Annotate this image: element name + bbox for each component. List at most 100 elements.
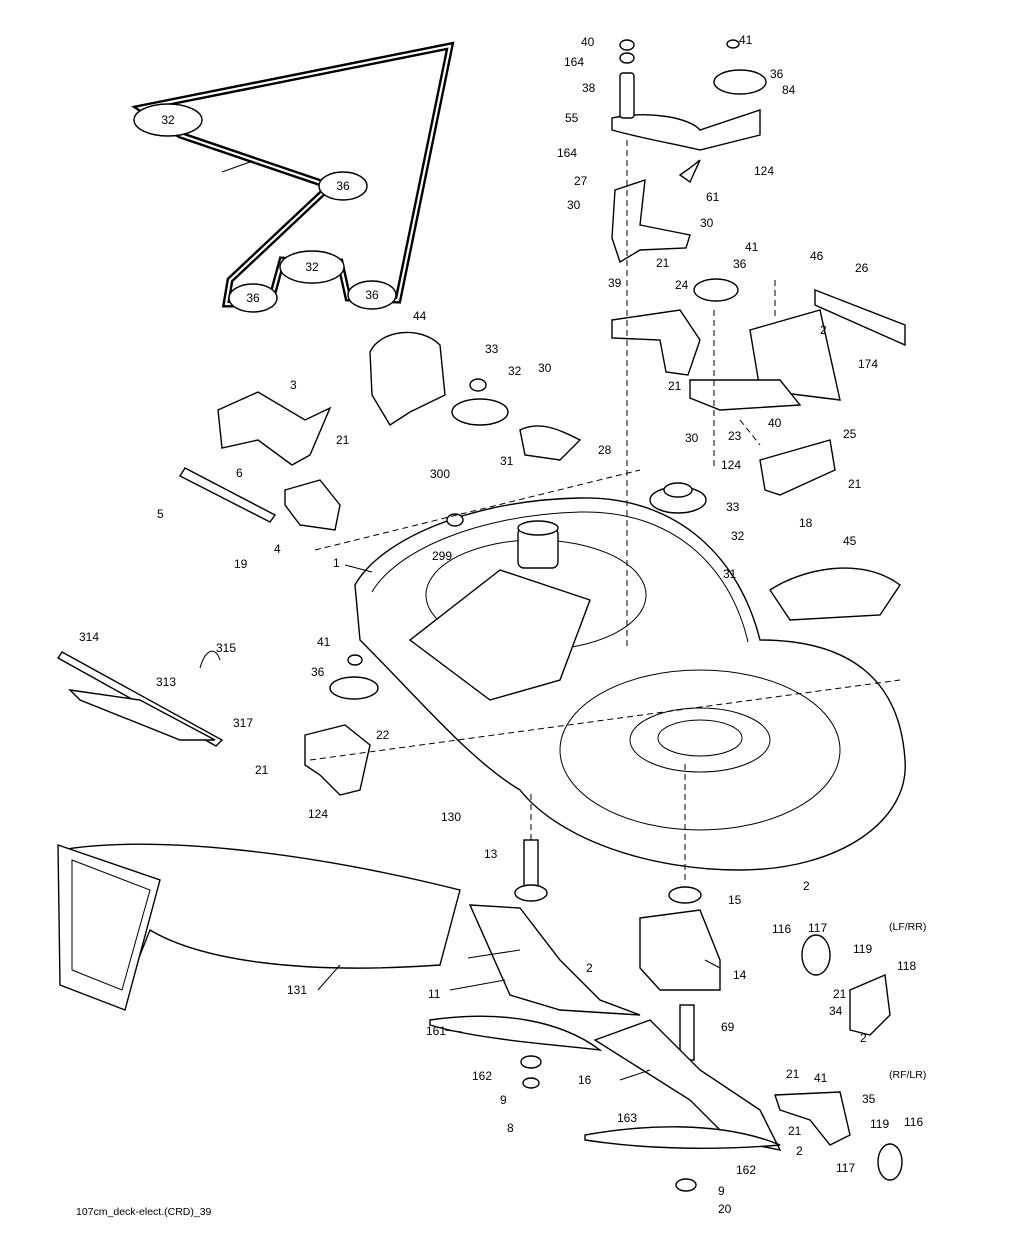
discharge-chute-opening: [408, 569, 591, 701]
part-callout: 3: [290, 378, 297, 392]
part-callouts: 40 41 164 36 38 84 55 164 124 61 27 30 3…: [79, 33, 923, 1216]
part-callout: 30: [685, 431, 699, 445]
part-callout: 21: [255, 763, 269, 777]
part-callout: 45: [843, 534, 857, 548]
part-callout: 161: [426, 1024, 446, 1038]
part-callout: 46: [810, 249, 824, 263]
part-callout: 162: [736, 1163, 756, 1177]
part-callout: 55: [565, 111, 579, 125]
belt-pulley-labels: 32 36 32 36 36: [161, 113, 379, 305]
idler-bracket-27: [611, 178, 691, 264]
part-callout: 19: [234, 557, 248, 571]
part-callout: 116: [904, 1115, 923, 1129]
part-callout: 21: [848, 477, 862, 491]
blade-16: [593, 1019, 782, 1151]
part-callout: 116: [772, 922, 791, 936]
mower-deck-shell: [354, 497, 906, 871]
variant-label-lf-rr: (LF/RR): [889, 921, 926, 933]
part-callout: 33: [485, 342, 499, 356]
belt-pulley-32-center: [279, 250, 345, 284]
part-callout: 25: [843, 427, 857, 441]
spindle-housing-14: [639, 909, 721, 991]
part-callout: 18: [799, 516, 813, 530]
part-callout: 4: [274, 542, 281, 556]
part-callout: 44: [413, 309, 427, 323]
blade-11: [468, 904, 641, 1016]
part-callout: 117: [836, 1161, 855, 1175]
anti-scalp-wheel-assemblies: [774, 934, 903, 1181]
part-callout: 124: [721, 458, 741, 472]
part-callout: 23: [728, 429, 742, 443]
part-callout: 21: [656, 256, 670, 270]
part-callout: 41: [317, 635, 331, 649]
part-callout: 26: [855, 261, 869, 275]
part-callout: 16: [578, 1073, 592, 1087]
part-callout: 21: [788, 1124, 802, 1138]
spindle-shaft-13: [523, 839, 539, 891]
part-callout: 20: [718, 1202, 732, 1216]
wheel-117-top: [801, 934, 831, 976]
belt-label: 36: [336, 179, 350, 193]
part-callout: 174: [858, 357, 878, 371]
belt-label: 32: [305, 260, 319, 274]
alignment-lines: [309, 140, 901, 880]
pulley-32-left: [451, 398, 509, 426]
part-callout: 21: [336, 433, 350, 447]
bracket-4: [284, 479, 341, 531]
part-callout: 317: [233, 716, 253, 730]
part-callout: 2: [820, 323, 827, 337]
lift-assembly: [56, 650, 379, 796]
bracket-34: [849, 973, 891, 1036]
part-callout: 2: [586, 961, 593, 975]
part-callout: 31: [723, 567, 737, 581]
part-callout: 21: [668, 379, 682, 393]
part-callout: 164: [557, 146, 577, 160]
bracket-26: [814, 288, 906, 347]
part-callout: 163: [617, 1111, 637, 1125]
belt-label: 36: [365, 288, 379, 302]
part-callout: 40: [581, 35, 595, 49]
part-callout: 130: [441, 810, 461, 824]
left-brackets: [179, 331, 582, 531]
part-callout: 32: [508, 364, 522, 378]
part-callout: 299: [432, 549, 452, 563]
part-callout: 41: [814, 1071, 828, 1085]
part-callout: 30: [567, 198, 581, 212]
part-callout: 2: [860, 1031, 867, 1045]
belt-routing-inset: [131, 41, 455, 313]
part-callout: 131: [287, 983, 307, 997]
part-callout: 41: [739, 33, 753, 47]
discharge-chute: [57, 843, 461, 1011]
spindle-blade-assembly: [429, 839, 782, 1192]
part-callout: 22: [376, 728, 390, 742]
part-callout: 14: [733, 968, 747, 982]
leader-lines: [221, 161, 721, 1081]
part-callout: 28: [598, 443, 612, 457]
belt-label: 36: [246, 291, 260, 305]
blade-163: [584, 1126, 781, 1149]
variant-label-rf-lr: (RF/LR): [889, 1069, 926, 1081]
part-callout: 124: [308, 807, 328, 821]
bracket-25: [759, 439, 836, 496]
part-callout: 21: [833, 987, 847, 1001]
belt-pulley-32-top: [133, 103, 203, 137]
part-callout: 39: [608, 276, 622, 290]
belt-pulley-36-bottom: [347, 280, 397, 310]
diagram-caption: 107cm_deck-elect.(CRD)_39: [76, 1206, 212, 1218]
part-callout: 9: [500, 1093, 507, 1107]
bracket-35: [774, 1091, 851, 1146]
rod-6: [179, 467, 277, 523]
part-callout: 84: [782, 83, 796, 97]
part-callout: 2: [796, 1144, 803, 1158]
part-callout: 40: [768, 416, 782, 430]
cover-44: [369, 331, 446, 426]
bracket-28: [519, 425, 582, 461]
part-callout: 8: [507, 1121, 514, 1135]
part-callout: 24: [675, 278, 689, 292]
part-callout: 31: [500, 454, 514, 468]
part-callout: 36: [733, 257, 747, 271]
bracket-3: [217, 391, 332, 466]
belt-guard-174: [749, 309, 841, 401]
part-callout: 6: [236, 466, 243, 480]
part-callout: 164: [564, 55, 584, 69]
